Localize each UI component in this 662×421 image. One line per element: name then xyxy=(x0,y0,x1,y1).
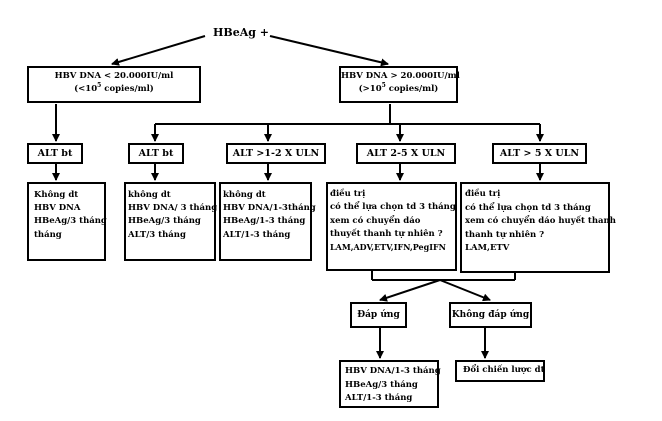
arrow-merge-yes xyxy=(379,279,441,302)
action-box-4: điều trị có thể lựa chọn td 3 tháng xem … xyxy=(326,182,457,271)
action-5-line-2: có thể lựa chọn td 3 tháng xyxy=(465,202,591,213)
action-3-line-2: HBV DNA/1-3tháng xyxy=(223,203,316,214)
high-dna-line2: (>105 copies/ml) xyxy=(358,82,439,94)
action-box-1: Không dt HBV DNA HBeAg/3 tháng tháng xyxy=(27,182,107,261)
action-4-line-4: thuyết thanh tự nhiên ? xyxy=(330,229,443,240)
action-5-line-4: thanh tự nhiên ? xyxy=(465,229,545,240)
low-dna-line2: (<105 copies/ml) xyxy=(74,82,154,94)
action-3-line-1: không dt xyxy=(223,190,266,200)
alt-box-5: ALT > 5 X ULN xyxy=(492,143,587,164)
yes-action-line-1: HBV DNA/1-3 tháng xyxy=(345,366,441,376)
action-box-2: không dt HBV DNA/ 3 tháng HBeAg/3 tháng … xyxy=(124,182,218,261)
action-2-line-2: HBV DNA/ 3 tháng xyxy=(128,203,218,214)
alt-box-4: ALT 2-5 X ULN xyxy=(356,143,456,164)
yes-action-line-3: ALT/1-3 tháng xyxy=(345,393,413,404)
response-no-box: Không đáp ứng xyxy=(449,302,532,328)
response-yes-box: Đáp ứng xyxy=(350,302,407,328)
low-dna-line1: HBV DNA < 20.000IU/ml xyxy=(54,71,174,81)
action-box-5: điều trị có thể lựa chọn td 3 tháng xem … xyxy=(460,182,616,273)
yes-action-box: HBV DNA/1-3 tháng HBeAg/3 tháng ALT/1-3 … xyxy=(339,360,441,408)
alt-box-2: ALT bt xyxy=(128,143,184,164)
alt-box-3: ALT >1-2 X ULN xyxy=(226,143,326,164)
root-label: HBeAg + xyxy=(213,26,269,41)
action-2-line-3: HBeAg/3 tháng xyxy=(128,216,201,227)
action-4-line-3: xem có chuyển dáo xyxy=(330,215,421,226)
high-dna-box: HBV DNA > 20.000IU/ml (>105 copies/ml) xyxy=(339,66,460,103)
action-5-line-1: điều trị xyxy=(465,189,501,199)
arrow-merge-no xyxy=(439,279,491,302)
action-3-line-3: HBeAg/1-3 tháng xyxy=(223,216,306,227)
action-1-line-4: tháng xyxy=(34,229,62,240)
action-5-line-3: xem có chuyển dáo huyết thanh xyxy=(465,216,616,227)
action-5-line-5: LAM,ETV xyxy=(465,243,510,254)
action-box-3: không dt HBV DNA/1-3tháng HBeAg/1-3 thán… xyxy=(219,182,316,261)
action-2-line-1: không dt xyxy=(128,190,171,200)
action-1-line-2: HBV DNA xyxy=(34,203,81,214)
action-1-line-3: HBeAg/3 tháng xyxy=(34,216,107,227)
action-1-line-1: Không dt xyxy=(34,190,79,200)
no-action-box: Đổi chiến lược dt xyxy=(455,360,545,382)
alt-box-1: ALT bt xyxy=(27,143,83,164)
action-3-line-4: ALT/1-3 tháng xyxy=(223,229,291,240)
yes-action-line-2: HBeAg/3 tháng xyxy=(345,379,418,390)
action-4-line-5: LAM,ADV,ETV,IFN,PegIFN xyxy=(330,242,446,253)
action-4-line-2: có thể lựa chọn td 3 tháng xyxy=(330,202,456,213)
high-dna-line1: HBV DNA > 20.000IU/ml xyxy=(341,71,460,81)
action-4-line-1: điều trị xyxy=(330,189,366,199)
arrow-root-low xyxy=(111,35,206,66)
arrow-root-high xyxy=(269,35,389,67)
low-dna-box: HBV DNA < 20.000IU/ml (<105 copies/ml) xyxy=(27,66,201,103)
action-2-line-4: ALT/3 tháng xyxy=(128,229,186,240)
